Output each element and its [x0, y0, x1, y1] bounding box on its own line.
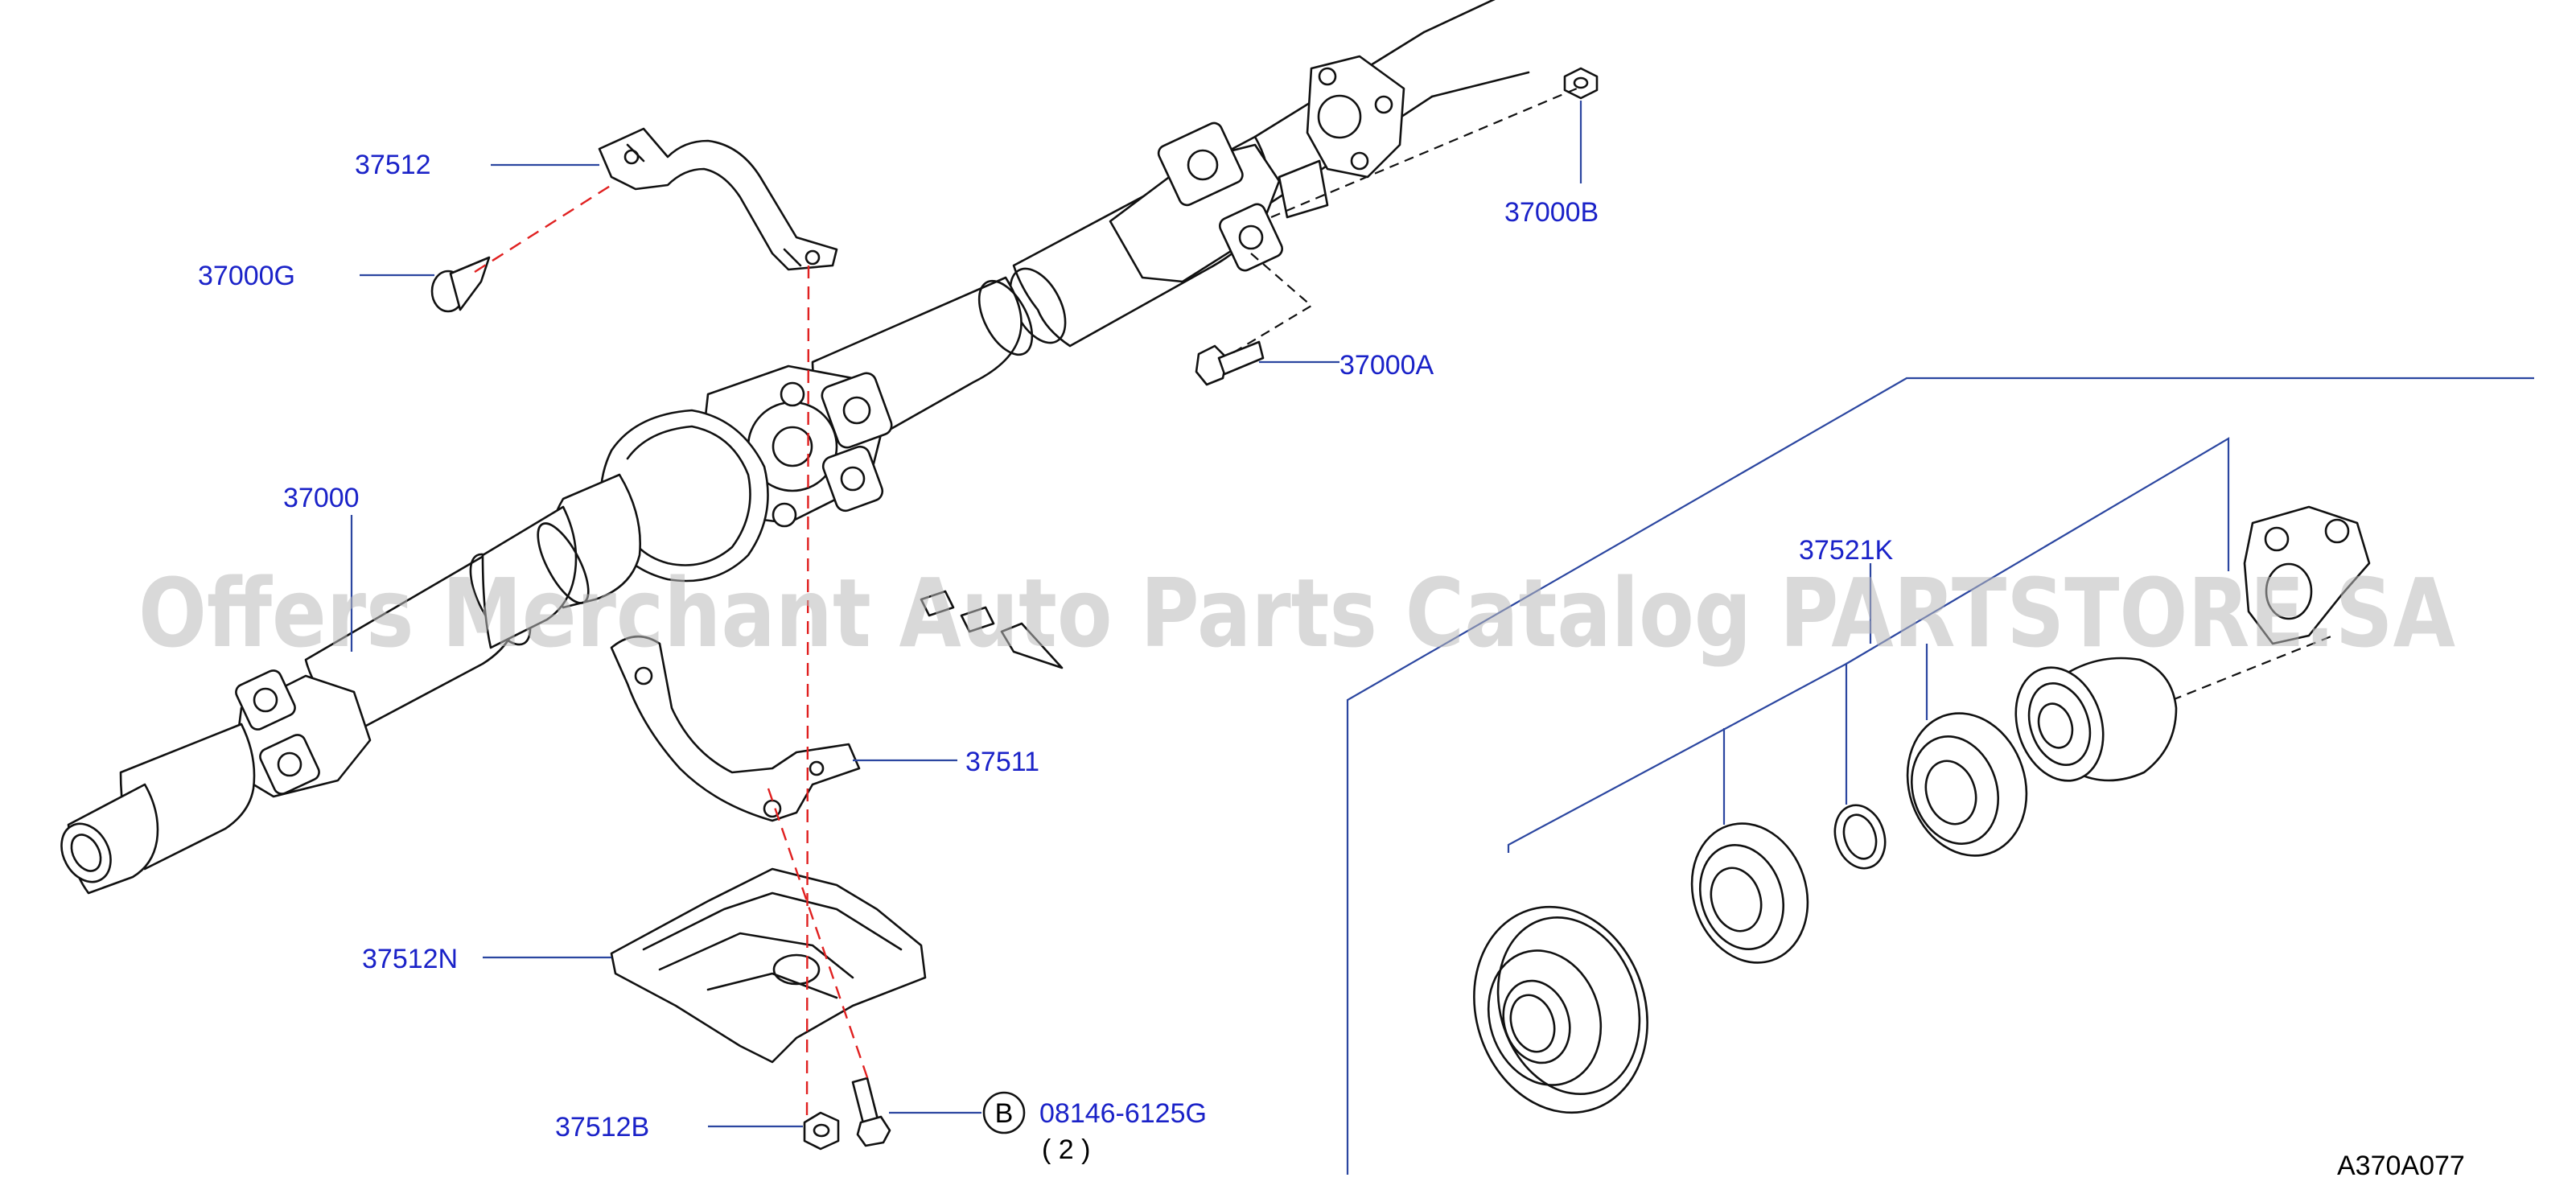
label-37000A[interactable]: 37000A	[1339, 350, 1434, 381]
dust-cover	[1906, 712, 2028, 857]
diagram-code: A370A077	[2337, 1151, 2465, 1181]
ball-bearing	[1690, 822, 1809, 964]
label-37512B[interactable]: 37512B	[555, 1112, 649, 1143]
assembly-dash-lines	[1230, 87, 2334, 702]
snap-ring	[1833, 804, 1887, 870]
callout-b-letter: B	[995, 1098, 1014, 1129]
upper-bracket-37512	[598, 127, 838, 271]
front-yoke	[2243, 505, 2371, 645]
nut-37000B	[1563, 67, 1599, 100]
part-labels: 37512 37000G 37000B 37000A 37000 37521K …	[198, 150, 2465, 1181]
label-37511[interactable]: 37511	[965, 747, 1039, 777]
label-37000[interactable]: 37000	[283, 483, 360, 513]
nut-37512B	[803, 1111, 840, 1151]
callout-b-marker: B	[982, 1091, 1026, 1134]
leader-lines	[350, 101, 1582, 1128]
propeller-shaft-assembly	[60, 0, 1530, 895]
watermark: Offers Merchant Auto Parts Catalog PARTS…	[138, 558, 2455, 669]
heat-shield-37512N	[610, 867, 927, 1064]
clip-37000G	[430, 256, 491, 313]
direction-arrow	[920, 590, 1064, 669]
label-37512[interactable]: 37512	[355, 150, 431, 180]
label-08146-6125G[interactable]: 08146-6125G	[1039, 1098, 1207, 1129]
bearing-insulator	[1473, 905, 1648, 1114]
label-quantity: ( 2 )	[1042, 1134, 1090, 1165]
label-37000G[interactable]: 37000G	[198, 261, 295, 291]
label-37521K[interactable]: 37521K	[1799, 535, 1894, 566]
label-37512N[interactable]: 37512N	[362, 944, 458, 974]
center-bearing-exploded	[1346, 377, 2534, 1175]
label-37000B[interactable]: 37000B	[1504, 197, 1599, 228]
lower-bracket-37511	[610, 635, 861, 822]
bolt-08146-6125G	[851, 1077, 891, 1147]
alignment-lines	[474, 183, 870, 1123]
bearing-spacer	[2014, 657, 2178, 782]
bolt-37000A	[1195, 340, 1265, 386]
